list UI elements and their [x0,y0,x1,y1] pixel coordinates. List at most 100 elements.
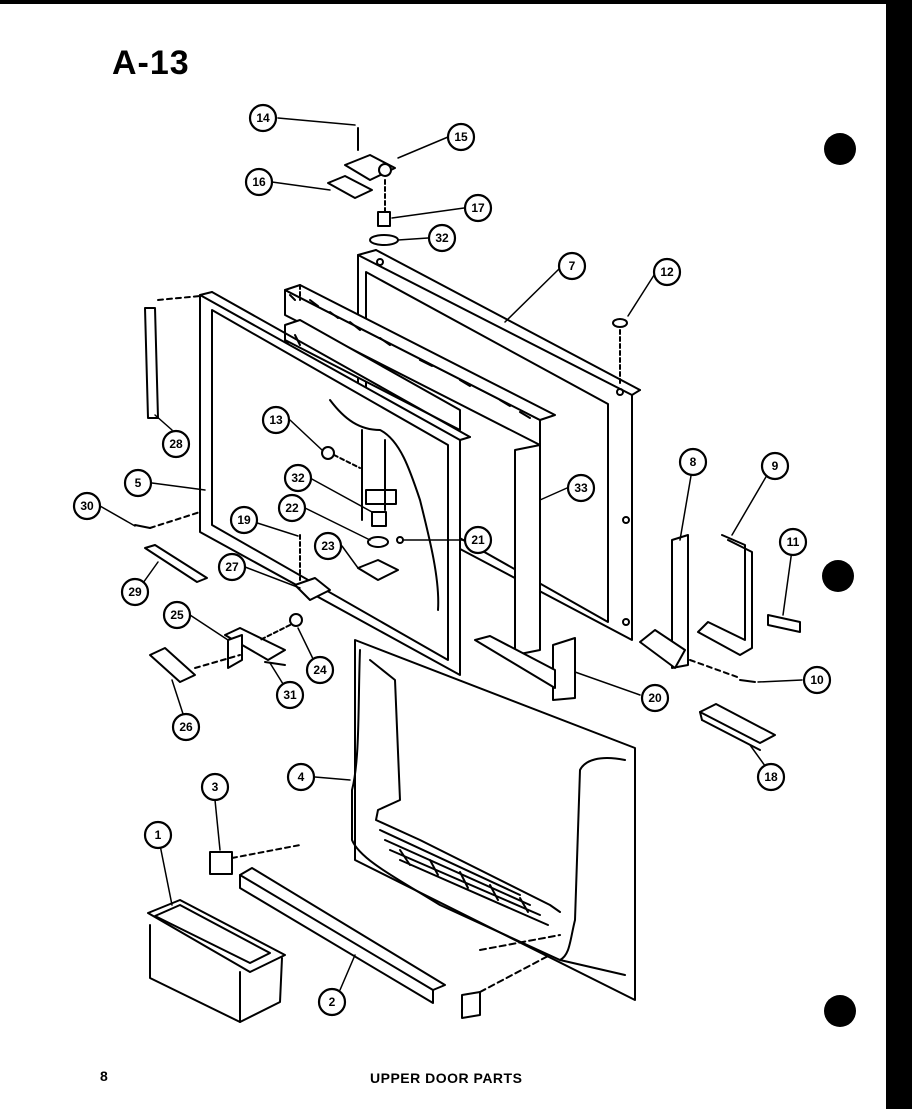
callout-circle [566,473,596,503]
callout-label: 7 [569,259,576,273]
callout-label: 22 [285,501,299,515]
clip-3 [209,844,301,875]
pad-11 [767,614,801,633]
callout-15: 15 [446,122,476,152]
callout-21: 21 [463,525,493,555]
callout-label: 1 [155,828,162,842]
callout-circle [463,525,493,555]
callout-label: 15 [454,130,468,144]
angle-18 [699,703,776,751]
callout-3: 3 [200,772,230,802]
callout-22: 22 [277,493,307,523]
callout-label: 12 [660,265,674,279]
callout-circle [200,772,230,802]
callout-circle [427,223,457,253]
binder-hole-bottom [824,995,856,1027]
callout-circle [283,463,313,493]
plug-12 [612,318,628,386]
callout-25: 25 [162,600,192,630]
callout-label: 19 [237,513,251,527]
callout-circle [161,429,191,459]
callout-label: 33 [574,481,588,495]
callout-circle [446,122,476,152]
bottom-hinge-25 [149,613,303,683]
callout-11: 11 [778,527,808,557]
callout-label: 4 [298,770,305,784]
callout-label: 2 [329,995,336,1009]
callout-circle [286,762,316,792]
callout-label: 32 [291,471,305,485]
callout-circle [313,531,343,561]
callout-1: 1 [143,820,173,850]
callout-circle [802,665,832,695]
callout-circle [244,167,274,197]
callout-circle [143,820,173,850]
shelf-rail-2 [239,867,561,1019]
callout-13: 13 [261,405,291,435]
plug-13 [321,446,361,469]
callout-circle [171,712,201,742]
callout-label: 32 [435,231,449,245]
gasket-28 [144,295,201,419]
callout-32: 32 [427,223,457,253]
callout-circle [162,600,192,630]
callout-28: 28 [161,429,191,459]
callout-label: 16 [252,175,266,189]
callout-27: 27 [217,552,247,582]
callout-label: 20 [648,691,662,705]
top-hinge-15 [327,127,396,213]
callout-circle [123,468,153,498]
callout-circle [678,447,708,477]
right-border [886,0,912,1109]
callout-label: 21 [471,533,485,547]
callout-label: 31 [283,688,297,702]
callout-label: 9 [772,459,779,473]
callout-10: 10 [802,665,832,695]
callout-label: 11 [787,535,800,549]
callout-33: 33 [566,473,596,503]
callout-circle [275,680,305,710]
callout-4: 4 [286,762,316,792]
callout-circle [652,257,682,287]
callout-9: 9 [760,451,790,481]
callout-circle [760,451,790,481]
bracket-9 [697,534,753,656]
callout-14: 14 [248,103,278,133]
callout-circle [756,762,786,792]
callout-19: 19 [229,505,259,535]
callout-circle [317,987,347,1017]
callout-label: 18 [764,770,778,784]
callout-30: 30 [72,491,102,521]
callout-circle [277,493,307,523]
callout-label: 3 [212,780,219,794]
trim-29 [144,544,208,583]
callout-circle [248,103,278,133]
hinge-bushing-17 [369,211,399,246]
door-shell-4 [351,639,636,1001]
callout-label: 25 [170,608,184,622]
callout-29: 29 [120,577,150,607]
diagram-caption: UPPER DOOR PARTS [370,1070,523,1086]
callout-label: 5 [135,476,142,490]
callout-label: 30 [80,499,94,513]
callout-23: 23 [313,531,343,561]
callout-label: 27 [225,560,239,574]
callout-8: 8 [678,447,708,477]
callout-12: 12 [652,257,682,287]
callout-circle [72,491,102,521]
binder-hole-middle [822,560,854,592]
binder-hole-top [824,133,856,165]
callout-7: 7 [557,251,587,281]
callout-20: 20 [640,683,670,713]
callout-18: 18 [756,762,786,792]
callout-17: 17 [463,193,493,223]
callout-label: 24 [313,663,327,677]
top-border [0,0,912,4]
callout-circle [217,552,247,582]
breaker-strip-33 [284,284,556,656]
center-hinge-23 [294,511,404,601]
callout-31: 31 [275,680,305,710]
